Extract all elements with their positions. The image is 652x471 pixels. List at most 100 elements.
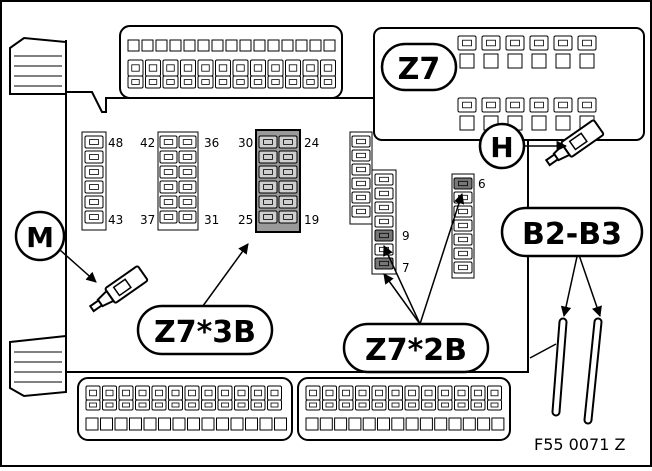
fuse-slot-detail — [218, 64, 228, 72]
fuse-slot — [371, 385, 387, 401]
fuse-slot-detail — [182, 169, 193, 175]
fuse-slot-detail — [183, 64, 193, 72]
pin-24: 24 — [304, 136, 319, 150]
contact-square — [158, 417, 171, 431]
contact-square — [309, 39, 322, 52]
fuse-slot — [84, 165, 104, 179]
fuse-slot-detail — [358, 389, 367, 397]
fuse-slot — [234, 399, 249, 411]
fuse-slot-detail — [408, 402, 416, 408]
fuse-slot — [404, 385, 420, 401]
terminal-h-icon — [544, 119, 605, 167]
fuse-slot — [102, 385, 117, 401]
fuse-slot-detail — [105, 402, 114, 408]
fuse-slot — [302, 59, 319, 77]
fuse-slot-detail — [356, 180, 366, 187]
fuse-slot — [102, 399, 117, 411]
fuse-slot — [267, 75, 284, 89]
fuse-slot-detail — [356, 194, 366, 201]
pin-48: 48 — [108, 136, 123, 150]
fuse-slot-detail — [105, 389, 114, 397]
fuse-slot — [85, 385, 101, 401]
contact-square — [143, 417, 157, 431]
fuse-slot — [481, 97, 501, 113]
fuse-slot-detail — [236, 79, 245, 85]
fuse-slot-detail — [122, 389, 130, 397]
fuse-slot — [178, 135, 197, 149]
fuse-slot-detail — [270, 402, 279, 408]
fuse-slot — [267, 59, 284, 77]
contact-square — [448, 417, 462, 431]
fuse-slot-detail — [204, 402, 213, 408]
fuse-slot-detail — [138, 402, 147, 408]
svg-text:Z7*2B: Z7*2B — [365, 333, 467, 368]
fuse-slot-detail — [558, 101, 568, 109]
contact-square — [230, 417, 244, 431]
fuse-slot-detail — [182, 199, 193, 205]
contact-square — [462, 417, 476, 431]
contact-square — [319, 417, 333, 431]
fuse-slot-detail — [375, 389, 383, 397]
fuse-slot-detail — [89, 139, 99, 145]
fuse-slot-detail — [148, 79, 158, 85]
contact-square — [295, 39, 308, 52]
contact-square — [391, 417, 405, 431]
fuse-slot — [278, 135, 298, 149]
fuse-slot — [250, 399, 266, 411]
contact-square — [405, 417, 419, 431]
fuse-slot — [201, 399, 216, 411]
fuse-slot — [178, 180, 197, 194]
contact-square — [434, 417, 448, 431]
fuse-slot — [374, 229, 394, 242]
fuse-slot — [470, 399, 486, 411]
fuse-slot — [250, 385, 266, 401]
fuse-slot — [388, 385, 403, 401]
fuse-slot — [159, 195, 178, 209]
bottom-connector-left — [77, 377, 293, 441]
fuse-slot — [374, 243, 394, 256]
contact-square — [531, 53, 547, 69]
fuse-slot — [338, 385, 354, 401]
fuse-slot — [351, 191, 371, 204]
contact-square — [114, 417, 128, 431]
fuse-slot — [285, 75, 301, 89]
fuse-slot — [305, 385, 321, 401]
fuse-slot-detail — [486, 101, 496, 109]
callout-z7-2b: Z7*2B — [342, 322, 490, 374]
fuse-slot-detail — [166, 79, 175, 85]
fuse-slot-detail — [171, 389, 180, 397]
fuse-slot — [487, 385, 502, 401]
fuse-slot — [84, 135, 104, 149]
svg-text:Z7*3B: Z7*3B — [154, 315, 256, 350]
fuse-slot — [135, 399, 150, 411]
fuse-slot-detail — [131, 64, 140, 72]
pin-36: 36 — [204, 136, 219, 150]
fuse-slot — [201, 385, 216, 401]
fuse-slot-detail — [171, 402, 180, 408]
fuse-slot-detail — [342, 389, 350, 397]
contact-square — [267, 39, 280, 52]
contact-square — [305, 417, 319, 431]
fuse-slot-detail — [356, 166, 366, 173]
fuse-slot-detail — [408, 389, 416, 397]
contact-square — [348, 417, 362, 431]
fuse-slot-detail — [375, 402, 383, 408]
fuse-slot — [85, 399, 101, 411]
fuse-slot — [84, 150, 104, 164]
fuse-slot-detail — [263, 184, 273, 190]
fuse-slot-detail — [358, 402, 367, 408]
fuse-slot-detail — [457, 402, 466, 408]
fuse-slot-detail — [424, 389, 433, 397]
fuse-slot — [454, 399, 469, 411]
fuse-slot — [197, 59, 214, 77]
fuse-slot — [278, 150, 298, 164]
contact-square — [281, 39, 294, 52]
fuse-slot-detail — [182, 139, 193, 145]
contact-square — [377, 417, 390, 431]
pin-19: 19 — [304, 213, 319, 227]
contact-square — [183, 39, 196, 52]
fuse-slot-detail — [89, 402, 97, 408]
fuse-slot-detail — [89, 184, 99, 190]
contact-square — [477, 417, 491, 431]
contact-square — [216, 417, 229, 431]
